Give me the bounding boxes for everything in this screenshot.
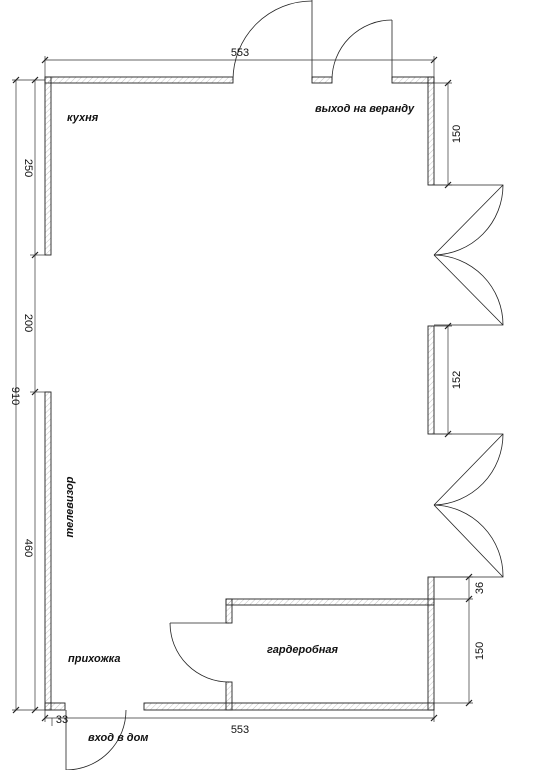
dim-right-top: 150 xyxy=(451,125,463,143)
label-hallway: прихожка xyxy=(68,653,121,665)
wall-right-bottom xyxy=(427,576,435,711)
dim-right-middle: 152 xyxy=(451,371,463,389)
dim-left-middle: 200 xyxy=(22,314,34,332)
dim-bottom-width: 553 xyxy=(231,724,249,736)
wall-top-middle xyxy=(311,76,333,84)
dim-right-wardrobe-gap: 36 xyxy=(474,582,486,594)
dim-left-top: 250 xyxy=(22,159,34,177)
dimension-lines xyxy=(12,56,473,726)
door-right-lower xyxy=(433,433,504,578)
wall-wardrobe-left-lower xyxy=(225,681,233,711)
label-entrance: вход в дом xyxy=(88,732,148,744)
label-veranda-exit: выход на веранду xyxy=(315,103,415,115)
doors xyxy=(65,0,504,770)
dim-left-total: 910 xyxy=(9,387,21,405)
dim-top-width: 553 xyxy=(231,47,249,59)
wall-left-lower xyxy=(44,391,52,711)
door-top-right xyxy=(331,19,393,81)
wall-wardrobe-top xyxy=(225,598,435,606)
wall-bottom-left xyxy=(44,702,66,711)
label-kitchen: кухня xyxy=(67,112,99,124)
wall-right-middle xyxy=(427,325,435,435)
label-tv: телевизор xyxy=(64,476,76,537)
door-wardrobe xyxy=(169,622,230,683)
wall-bottom-right xyxy=(143,702,435,711)
door-top-left xyxy=(232,0,313,81)
wall-wardrobe-left-upper xyxy=(225,598,233,624)
wall-right-top xyxy=(427,76,435,186)
door-right-upper xyxy=(433,184,504,326)
dim-right-wardrobe: 150 xyxy=(474,642,486,660)
wall-top-left xyxy=(44,76,234,84)
dim-bottom-corner: 33 xyxy=(56,714,68,726)
dim-left-bottom: 460 xyxy=(22,539,34,557)
wall-left-upper xyxy=(44,76,52,256)
door-entrance xyxy=(65,709,127,770)
walls xyxy=(44,76,435,711)
label-wardrobe: гардеробная xyxy=(267,644,338,656)
